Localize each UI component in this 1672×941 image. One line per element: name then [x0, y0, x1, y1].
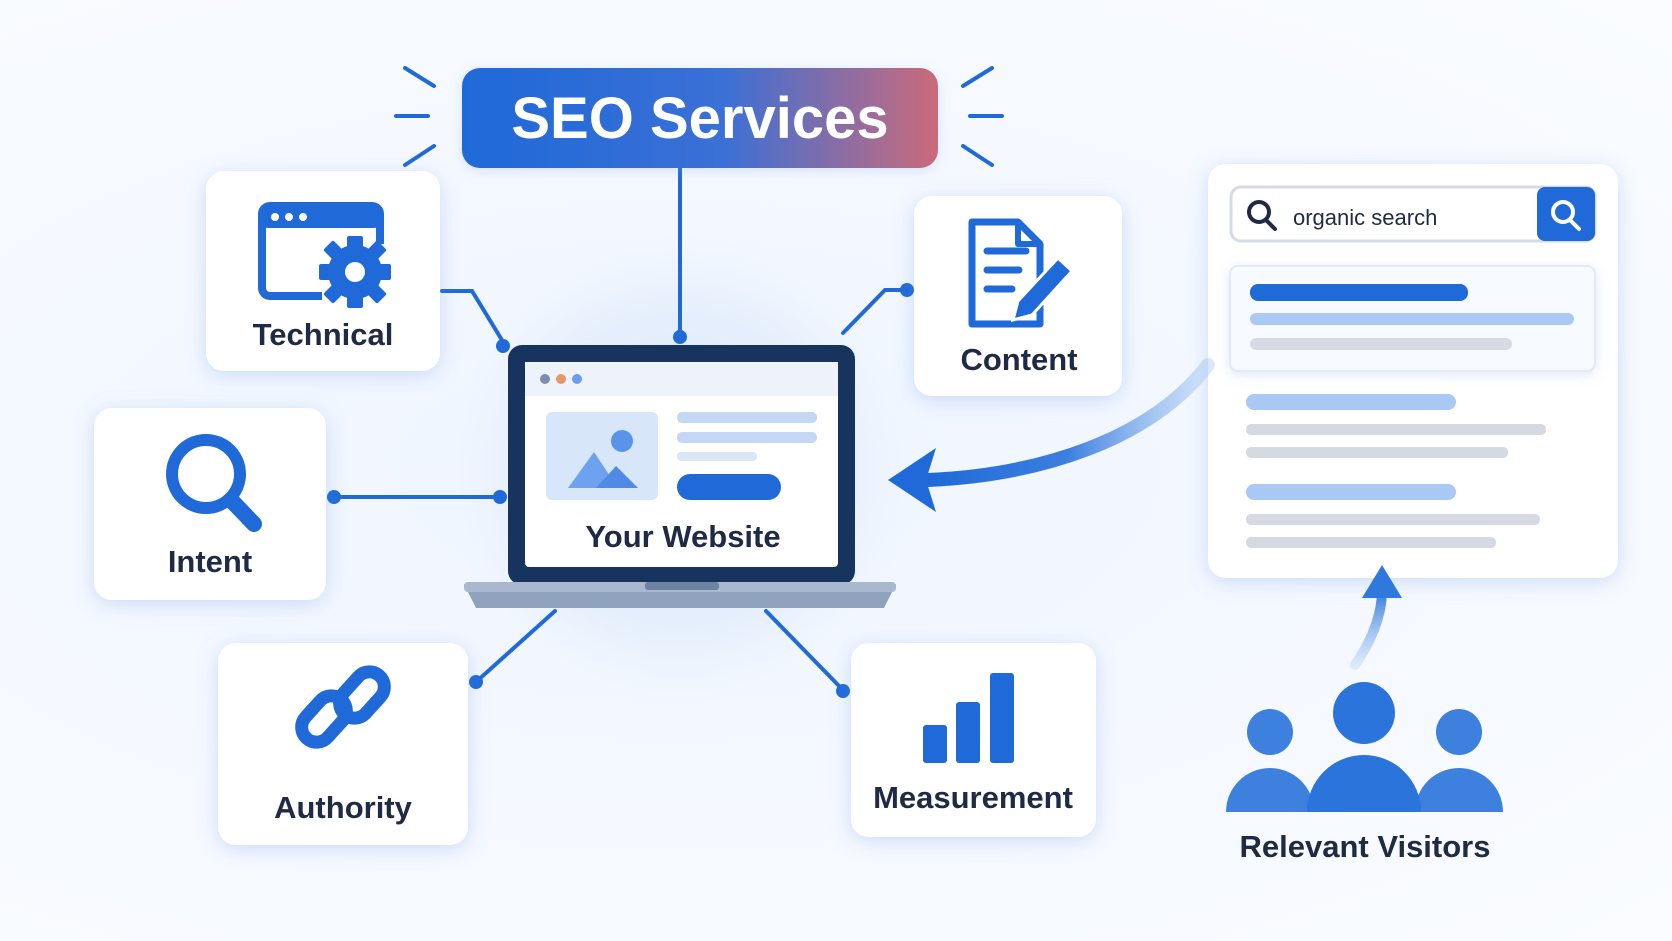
people-group-icon [1226, 682, 1503, 812]
label-your-website: Your Website [585, 519, 780, 554]
result-item[interactable] [1246, 394, 1546, 458]
label-content: Content [960, 342, 1077, 377]
visitors-up-arrow [1350, 565, 1402, 670]
label-relevant-visitors: Relevant Visitors [1240, 829, 1491, 864]
connectors [333, 166, 909, 692]
label-authority: Authority [274, 790, 413, 825]
card-intent: Intent [94, 408, 326, 600]
title-sparkles [394, 66, 1004, 167]
search-query: organic search [1293, 205, 1437, 230]
search-button-icon [1551, 200, 1581, 231]
card-content: Content [914, 196, 1122, 396]
label-intent: Intent [168, 544, 252, 579]
title-pill [462, 68, 938, 168]
search-icon [1247, 200, 1277, 231]
search-results-panel: organic search [1208, 164, 1618, 578]
label-technical: Technical [253, 317, 394, 352]
chain-link-icon [295, 665, 391, 749]
result-item[interactable] [1246, 484, 1540, 548]
magnifier-icon [166, 434, 262, 532]
label-measurement: Measurement [873, 780, 1073, 815]
browser-gear-icon [258, 202, 392, 314]
page-title: SEO Services [511, 86, 888, 151]
card-measurement: Measurement [851, 643, 1096, 837]
laptop: Your Website [464, 345, 896, 608]
bar-chart-icon [923, 673, 1014, 763]
card-authority: Authority [218, 643, 468, 845]
connector-dots [327, 283, 914, 698]
traffic-arrow [888, 358, 1215, 512]
document-pencil-icon [968, 218, 1075, 328]
search-button[interactable] [1537, 187, 1595, 241]
card-technical: Technical [206, 171, 440, 371]
